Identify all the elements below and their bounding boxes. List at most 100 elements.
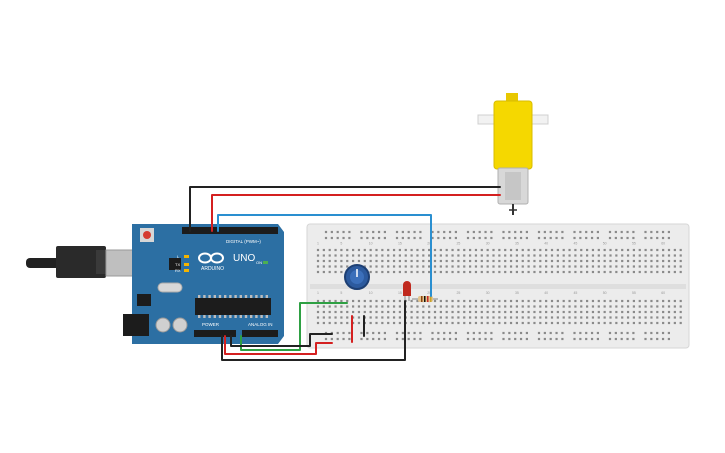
breadboard-hole xyxy=(416,254,419,257)
breadboard-hole xyxy=(474,310,478,314)
breadboard-hole xyxy=(504,259,507,263)
breadboard-hole xyxy=(562,299,565,303)
wire-motor-black[interactable] xyxy=(189,186,501,232)
breadboard-column-number: 35 xyxy=(515,242,519,246)
breadboard-rail-hole xyxy=(413,236,416,240)
breadboard-hole xyxy=(586,299,589,303)
resistor[interactable] xyxy=(412,296,438,302)
breadboard[interactable]: 1155101015152020252530303535404045455050… xyxy=(306,223,690,349)
breadboard-hole xyxy=(580,310,583,314)
breadboard-hole xyxy=(638,310,641,314)
breadboard-rail-hole xyxy=(579,337,582,341)
breadboard-rail-hole xyxy=(519,337,523,341)
wire-blue[interactable] xyxy=(217,214,432,297)
breadboard-hole xyxy=(521,321,524,325)
breadboard-hole xyxy=(410,270,413,274)
breadboard-hole xyxy=(644,254,647,257)
breadboard-rail-hole xyxy=(383,236,386,240)
breadboard-hole xyxy=(439,254,442,257)
breadboard-hole xyxy=(463,259,466,263)
breadboard-column-number: 1 xyxy=(317,291,319,295)
breadboard-hole xyxy=(632,316,635,319)
breadboard-hole xyxy=(474,248,478,252)
breadboard-hole xyxy=(597,310,600,314)
chip-pin xyxy=(213,295,216,298)
breadboard-hole xyxy=(533,248,536,252)
breadboard-hole xyxy=(539,265,542,268)
arduino-uno[interactable]: DIGITAL (PWM~) POWER ANALOG IN ARDUINO U… xyxy=(26,224,284,344)
breadboard-rail-hole xyxy=(490,337,493,341)
breadboard-hole xyxy=(667,310,671,314)
breadboard-hole xyxy=(545,299,548,303)
breadboard-hole xyxy=(340,254,343,257)
breadboard-hole xyxy=(673,321,676,325)
led-rx-label: RX xyxy=(175,268,181,273)
breadboard-hole xyxy=(539,316,542,319)
breadboard-rail-hole xyxy=(448,337,452,341)
breadboard-hole xyxy=(679,316,682,319)
breadboard-hole xyxy=(509,310,513,314)
breadboard-rail-hole xyxy=(543,236,546,240)
breadboard-rail-hole xyxy=(502,331,505,335)
breadboard-hole xyxy=(328,305,331,308)
breadboard-hole xyxy=(498,310,501,314)
breadboard-hole xyxy=(387,305,390,308)
breadboard-hole xyxy=(469,305,472,308)
breadboard-rail-hole xyxy=(472,230,475,234)
breadboard-column-number: 1 xyxy=(317,242,319,246)
breadboard-rail-hole xyxy=(650,230,653,234)
breadboard-hole xyxy=(398,310,401,314)
breadboard-hole xyxy=(422,259,425,263)
potentiometer[interactable] xyxy=(344,264,370,290)
breadboard-hole xyxy=(322,305,325,308)
breadboard-hole xyxy=(474,265,478,268)
breadboard-hole xyxy=(428,270,431,274)
breadboard-hole xyxy=(609,259,612,263)
breadboard-hole xyxy=(381,248,384,252)
breadboard-hole xyxy=(357,305,361,308)
breadboard-hole xyxy=(673,316,676,319)
breadboard-column-number: 5 xyxy=(340,242,342,246)
wire-red-5v[interactable] xyxy=(224,335,333,355)
breadboard-rail-hole xyxy=(549,331,552,335)
breadboard-hole xyxy=(498,259,501,263)
breadboard-rail-hole xyxy=(407,337,410,341)
breadboard-hole xyxy=(381,254,384,257)
breadboard-hole xyxy=(644,310,647,314)
breadboard-hole xyxy=(445,321,448,325)
breadboard-hole xyxy=(568,299,571,303)
breadboard-hole xyxy=(650,265,653,268)
breadboard-hole xyxy=(562,316,565,319)
breadboard-hole xyxy=(463,310,466,314)
breadboard-hole xyxy=(410,299,413,303)
breadboard-hole xyxy=(515,270,518,274)
dc-motor[interactable] xyxy=(477,93,549,215)
breadboard-hole xyxy=(410,248,413,252)
breadboard-rail-hole xyxy=(336,337,339,341)
chip-pin xyxy=(224,315,227,318)
breadboard-hole xyxy=(328,270,331,274)
breadboard-rail-hole xyxy=(478,230,481,234)
breadboard-hole xyxy=(615,265,618,268)
breadboard-hole xyxy=(667,305,671,308)
breadboard-hole xyxy=(609,254,612,257)
wire-black-gnd[interactable] xyxy=(221,300,406,361)
breadboard-hole xyxy=(346,310,349,314)
breadboard-hole xyxy=(580,305,583,308)
chip-pin xyxy=(203,315,206,318)
wire-motor-red[interactable] xyxy=(211,194,501,232)
breadboard-hole xyxy=(492,316,495,319)
breadboard-hole xyxy=(328,254,331,257)
breadboard-hole xyxy=(626,259,630,263)
breadboard-hole xyxy=(322,270,325,274)
breadboard-hole xyxy=(603,316,606,319)
breadboard-hole xyxy=(574,321,577,325)
breadboard-hole xyxy=(357,299,361,303)
breadboard-hole xyxy=(521,265,524,268)
red-led[interactable] xyxy=(403,281,411,301)
breadboard-hole xyxy=(574,305,577,308)
breadboard-rail-hole xyxy=(360,230,363,234)
breadboard-hole xyxy=(521,248,524,252)
wire-black-gnd-2[interactable] xyxy=(230,333,333,347)
breadboard-hole xyxy=(398,259,401,263)
